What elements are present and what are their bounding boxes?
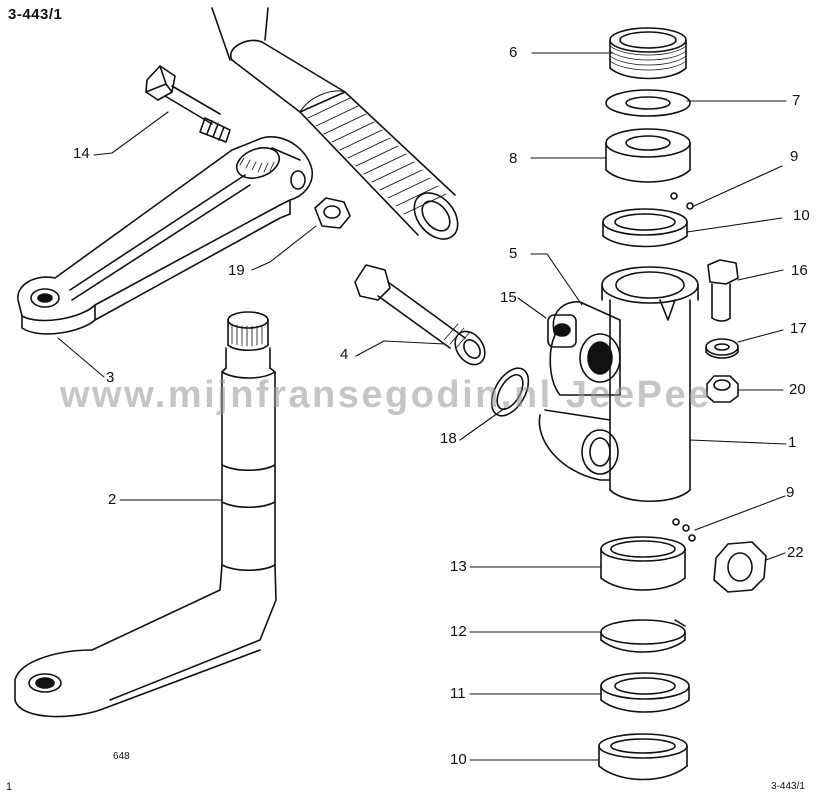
label-part-9-bottom: 9 xyxy=(786,484,795,501)
label-part-9-top: 9 xyxy=(790,148,799,165)
part-10-seal xyxy=(602,208,688,248)
drawing-number: 648 xyxy=(113,751,130,762)
part-21-nut xyxy=(706,375,739,403)
watermark: www.mijnfransegodin.nl JeePee xyxy=(60,374,712,416)
label-part-10: 10 xyxy=(793,207,810,224)
label-part-5: 5 xyxy=(509,245,518,262)
label-part-8: 8 xyxy=(509,150,518,167)
label-part-19: 18 xyxy=(440,430,457,447)
part-6-threaded-cap xyxy=(609,27,687,80)
label-part-2: 2 xyxy=(108,491,117,508)
label-part-18: 17 xyxy=(790,320,807,337)
part-1-housing xyxy=(538,266,699,503)
part-14-cup xyxy=(600,536,686,591)
part-20-nut xyxy=(314,197,351,229)
label-part-15: 14 xyxy=(73,145,90,162)
part-8-bearing xyxy=(605,128,691,183)
label-part-1: 1 xyxy=(788,434,797,451)
part-22-nut xyxy=(713,541,767,593)
part-2-kingpin xyxy=(14,311,277,718)
part-18-washer xyxy=(705,338,739,359)
label-part-21: 20 xyxy=(789,381,806,398)
part-3-steering-arm xyxy=(17,136,314,335)
axle-tube xyxy=(211,7,459,240)
part-4-pin xyxy=(354,264,486,366)
part-7-washer xyxy=(605,89,691,117)
part-15-bolt xyxy=(145,65,231,143)
label-part-16: 15 xyxy=(500,289,517,306)
label-part-22: 22 xyxy=(787,544,804,561)
label-part-13: 12 xyxy=(450,623,467,640)
label-part-3: 3 xyxy=(106,369,115,386)
label-part-14: 13 xyxy=(450,558,467,575)
part-9-balls-top xyxy=(670,192,694,210)
reference-bottom: 3-443/1 xyxy=(771,781,805,792)
leader-lines xyxy=(57,52,787,761)
label-part-6: 6 xyxy=(509,44,518,61)
label-part-20: 19 xyxy=(228,262,245,279)
label-part-11: 10 xyxy=(450,751,467,768)
part-13-circlip xyxy=(600,619,686,653)
label-part-12: 11 xyxy=(450,685,466,702)
label-part-17: 16 xyxy=(791,262,808,279)
part-12-seal xyxy=(600,672,690,713)
part-11-cup xyxy=(598,733,688,781)
sheet-number: 1 xyxy=(6,781,13,793)
part-9-balls-bottom xyxy=(672,518,696,542)
part-19-washer xyxy=(490,367,530,417)
part-17-bolt xyxy=(707,259,739,322)
page-id: 3-443/1 xyxy=(8,6,63,23)
label-part-4: 4 xyxy=(340,346,349,363)
label-part-7: 7 xyxy=(792,92,801,109)
